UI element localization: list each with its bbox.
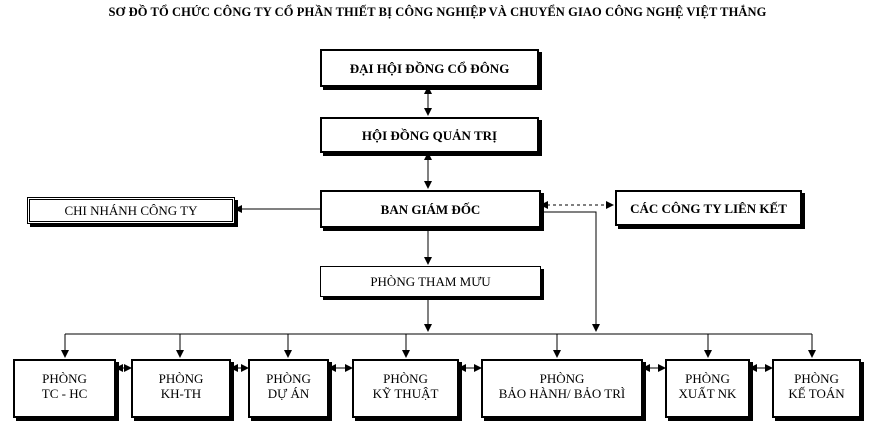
node-board: HỘI ĐỒNG QUẢN TRỊ [320, 117, 539, 153]
dept-ky-thuat: PHÒNG KỸ THUẬT [352, 359, 459, 418]
dept-label: PHÒNG DỰ ÁN [266, 371, 311, 401]
dept-xuat-nk: PHÒNG XUẤT NK [665, 359, 750, 418]
dept-tc-hc: PHÒNG TC - HC [13, 359, 116, 418]
node-board-label: HỘI ĐỒNG QUẢN TRỊ [361, 127, 498, 143]
node-branch: CHI NHÁNH CÔNG TY [27, 197, 235, 224]
dept-du-an: PHÒNG DỰ ÁN [248, 359, 329, 418]
dept-ke-toan: PHÒNG KẾ TOÁN [772, 359, 861, 418]
node-directors-label: BAN GIÁM ĐỐC [380, 201, 481, 217]
dept-label: PHÒNG KỸ THUẬT [372, 371, 439, 401]
dept-bao-hanh-bao-tri: PHÒNG BẢO HÀNH/ BẢO TRÌ [481, 359, 643, 418]
dept-label: PHÒNG XUẤT NK [678, 371, 737, 401]
node-branch-label: CHI NHÁNH CÔNG TY [64, 203, 198, 218]
node-advisory: PHÒNG THAM MƯU [320, 266, 541, 297]
dept-label: PHÒNG TC - HC [41, 371, 88, 401]
node-affiliates-label: CÁC CÔNG TY LIÊN KẾT [630, 200, 787, 216]
dept-label: PHÒNG KH-TH [158, 371, 204, 401]
dept-label: PHÒNG KẾ TOÁN [788, 371, 845, 401]
node-shareholders-label: ĐẠI HỘI ĐỒNG CỔ ĐÔNG [349, 60, 510, 76]
dept-label: PHÒNG BẢO HÀNH/ BẢO TRÌ [498, 371, 626, 401]
node-directors: BAN GIÁM ĐỐC [320, 190, 541, 228]
chart-title: SƠ ĐỒ TỔ CHỨC CÔNG TY CỔ PHẦN THIẾT BỊ C… [108, 5, 767, 19]
node-advisory-label: PHÒNG THAM MƯU [370, 274, 491, 289]
node-affiliates: CÁC CÔNG TY LIÊN KẾT [615, 190, 802, 226]
dept-kh-th: PHÒNG KH-TH [131, 359, 231, 418]
node-shareholders: ĐẠI HỘI ĐỒNG CỔ ĐÔNG [320, 49, 539, 87]
link-directors-bus [541, 211, 600, 332]
